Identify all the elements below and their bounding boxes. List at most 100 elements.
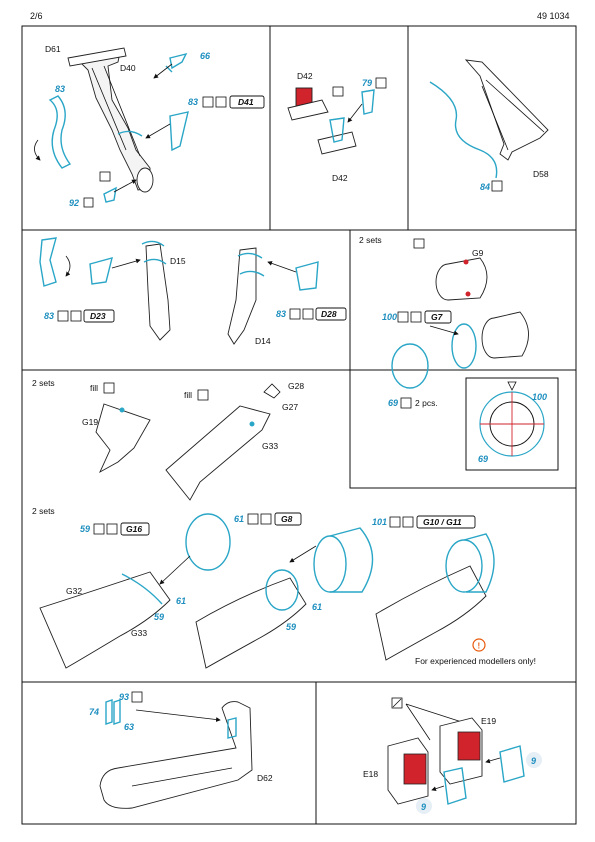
part-box — [424, 310, 452, 324]
panel-5-exhaust: 2 sets G9 100 G7 69 2 pcs. 100 6 — [359, 235, 559, 471]
panel-9-boxes: E19 E18 9 9 — [363, 697, 542, 814]
part-label-g28: G28 — [288, 381, 304, 391]
glue-icon — [332, 86, 344, 97]
glue-icon — [99, 171, 111, 182]
pe-ring-installed-2 — [265, 569, 299, 611]
pe-number-59-b: 59 — [286, 622, 296, 632]
red-dot — [463, 259, 469, 265]
gear-top-bracket — [67, 47, 127, 67]
check-icon — [375, 77, 387, 89]
callout-number: 83 — [276, 309, 286, 319]
gear-leg-part — [75, 51, 151, 191]
sets-label: 2 sets — [32, 506, 55, 516]
warning-glyph: ! — [478, 642, 481, 651]
callout-100-g7: 100 G7 — [382, 310, 452, 324]
experienced-note: For experienced modellers only! — [415, 656, 536, 666]
green-mark — [249, 421, 255, 427]
part-label-d58: D58 — [533, 169, 549, 179]
callout-101-g10-g11: 101 G10 / G11 — [372, 515, 476, 529]
fill-icon — [197, 389, 209, 401]
glue-icon — [413, 238, 425, 249]
fill-label-a: fill — [90, 383, 98, 393]
link-part-bottom — [317, 131, 357, 155]
check-icon — [131, 691, 143, 703]
exhaust-installed-body-3 — [463, 533, 495, 593]
callout-number: 61 — [234, 514, 244, 524]
part-box — [274, 512, 302, 526]
fill-icon — [103, 382, 115, 394]
replace-icon — [302, 308, 314, 320]
panel-1-landing-gear-leg: D61 D40 66 83 92 83 D41 — [34, 44, 265, 208]
green-mark — [119, 407, 125, 413]
callout-number: 83 — [188, 97, 198, 107]
pe-strap-b — [89, 257, 113, 285]
callout-part: G16 — [126, 524, 142, 534]
pe-number-84: 84 — [480, 182, 490, 192]
pe-9-plate-bottom — [443, 767, 467, 805]
pe-rings-d15 — [141, 240, 167, 265]
panel-borders — [21, 25, 577, 825]
pe-9-plate-right — [499, 745, 525, 783]
check-icon — [389, 516, 401, 528]
part-label-e18: E18 — [363, 769, 378, 779]
pe-number-61-a: 61 — [176, 596, 186, 606]
wheel-bay-hull — [165, 405, 271, 501]
callout-61-g8: 61 G8 — [234, 512, 302, 526]
callout-83-d28: 83 D28 — [276, 307, 347, 321]
pe-83-strap-left — [48, 95, 72, 169]
red-dot — [465, 291, 471, 297]
part-label-d42-top: D42 — [297, 71, 313, 81]
exhaust-cylinder-front — [313, 535, 347, 593]
arrow-down-icon — [507, 381, 517, 391]
check-icon — [289, 308, 301, 320]
callout-part: G10 / G11 — [423, 517, 462, 527]
callout-number: 59 — [80, 524, 90, 534]
pe-100-ring — [451, 323, 477, 369]
callout-part: D28 — [321, 309, 337, 319]
part-label-g19: G19 — [82, 417, 98, 427]
part-label-g27: G27 — [282, 402, 298, 412]
pe-number-59-a: 59 — [154, 612, 164, 622]
pe-number-79: 79 — [362, 78, 372, 88]
link-part-top — [287, 99, 329, 121]
pe-number-63: 63 — [124, 722, 134, 732]
callout-part: G7 — [431, 312, 444, 322]
part-label-d42-bottom: D42 — [332, 173, 348, 183]
callout-part: D23 — [90, 311, 106, 321]
pe-79-part — [361, 89, 375, 115]
panel-3-strut: D58 84 — [429, 59, 549, 192]
replace-icon — [410, 311, 422, 323]
fuselage-section-1 — [39, 571, 171, 669]
part-box — [83, 309, 115, 323]
number-bubble — [526, 752, 542, 768]
pe-number-69-inset: 69 — [478, 454, 488, 464]
callout-83-d23: 83 D23 — [44, 309, 115, 323]
check-icon — [57, 310, 69, 322]
part-label-g9: G9 — [472, 248, 484, 258]
red-panel-e18 — [403, 753, 427, 785]
pe-number-83: 83 — [55, 84, 65, 94]
panel-7-fuselage-rear: 2 sets 59 G16 61 G8 101 G10 / G11 G32 — [32, 506, 536, 669]
pe-63-strip — [113, 699, 121, 725]
strut-part-d14 — [227, 247, 257, 345]
pe-ring-g16 — [185, 513, 231, 571]
part-label-e19: E19 — [481, 716, 496, 726]
pe-ring — [117, 130, 143, 137]
callout-part: G8 — [281, 514, 293, 524]
part-box — [315, 307, 347, 321]
part-label-d15: D15 — [170, 256, 186, 266]
exhaust-g9-body — [447, 257, 488, 301]
pe-bay-edge-1 — [121, 573, 163, 605]
pe-number-66: 66 — [200, 51, 211, 61]
pe-74-strip — [105, 699, 113, 725]
part-label-g33: G33 — [262, 441, 278, 451]
replace-icon — [215, 96, 227, 108]
pe-92-bracket — [103, 186, 117, 203]
pe-69-ring — [391, 343, 429, 389]
pe-number-100-inset: 100 — [532, 392, 547, 402]
callout-number: 101 — [372, 517, 387, 527]
pe-83-strap-right — [169, 111, 189, 152]
replace-icon — [260, 513, 272, 525]
callout-number: 83 — [44, 311, 54, 321]
